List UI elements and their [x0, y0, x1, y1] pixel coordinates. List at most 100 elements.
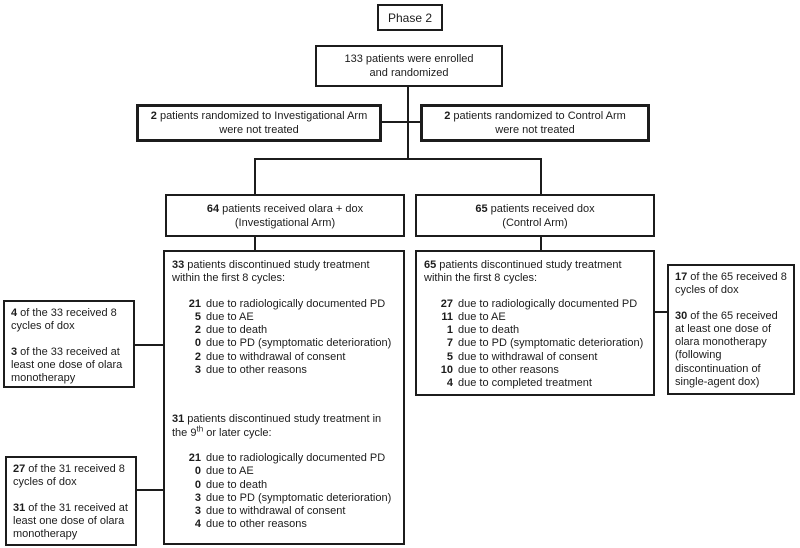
- disc-right-s1-header: 65 patients discontinued study treatment…: [424, 259, 646, 286]
- disc-left-s1-count: 33: [172, 259, 185, 271]
- reason-count: 21: [188, 297, 201, 310]
- enrollment-line2: and randomized: [369, 67, 449, 79]
- disc-left-s2-count: 31: [172, 413, 185, 426]
- exclusion-right-line1: 2 patients randomized to Control Arm: [444, 109, 626, 123]
- reason-count: 11: [441, 310, 453, 323]
- reason-count: 4: [446, 377, 453, 390]
- exclusion-left-line2: were not treated: [219, 124, 299, 136]
- reason-row: 0 due to death: [182, 479, 396, 492]
- arm-left-line1: 64 patients received olara + dox: [207, 202, 363, 216]
- reason-text: due to PD (symptomatic deterioration): [206, 491, 392, 504]
- connector-side-left-top: [133, 344, 163, 346]
- reason-count: 3: [194, 491, 201, 504]
- side-left-top-p1-count: 4: [11, 307, 18, 319]
- side-left-top-p2-text: of the 33 received at least one dose of …: [11, 345, 123, 385]
- reason-count: 5: [194, 310, 201, 323]
- side-right-p1-count: 17: [675, 271, 688, 283]
- discontinued-right-box: 65 patients discontinued study treatment…: [415, 250, 655, 396]
- reason-row: 0 due to AE: [182, 465, 396, 478]
- exclusion-right-text: patients randomized to Control Arm: [450, 110, 626, 122]
- reason-text: due to other reasons: [458, 364, 559, 377]
- side-left-bottom-p1-text: of the 31 received 8 cycles of dox: [13, 463, 125, 489]
- reason-text: due to death: [206, 478, 268, 491]
- reason-row: 4 due to completed treatment: [434, 377, 646, 390]
- connector-arm-left-down: [254, 236, 256, 250]
- reason-text: due to other reasons: [206, 518, 307, 531]
- exclusion-left-count: 2: [150, 110, 157, 122]
- reason-row: 2 due to death: [182, 324, 396, 337]
- reason-count: 0: [194, 337, 201, 350]
- reason-count: 21: [188, 451, 201, 464]
- side-left-top-p2-count: 3: [11, 345, 18, 358]
- reason-count: 1: [446, 324, 453, 337]
- exclusion-left-box: 2 patients randomized to Investigational…: [136, 104, 382, 142]
- side-right-p1-text: of the 65 received 8 cycles of dox: [675, 271, 787, 297]
- exclusion-right-count: 2: [444, 110, 451, 122]
- disc-left-s2-pre: patients discontinued study treatment in…: [172, 413, 382, 439]
- disc-right-s1-text: patients discontinued study treatment wi…: [424, 259, 622, 285]
- connector-exclusions-horizontal: [380, 121, 420, 123]
- connector-split-horizontal: [254, 158, 542, 160]
- disc-left-s2-post: or later cycle:: [203, 426, 272, 439]
- reason-text: due to withdrawal of consent: [458, 350, 598, 363]
- phase-label-box: Phase 2: [377, 4, 443, 31]
- reason-count: 2: [194, 350, 201, 363]
- reason-count: 27: [440, 297, 453, 310]
- side-left-bottom-p1: 27 of the 31 received 8 cycles of dox: [13, 463, 129, 490]
- side-left-top-p1: 4 of the 33 received 8 cycles of dox: [11, 307, 127, 334]
- reason-count: 7: [446, 337, 453, 350]
- enrollment-box: 133 patients were enrolled and randomize…: [315, 45, 503, 87]
- reason-text: due to withdrawal of consent: [206, 505, 346, 518]
- side-left-top-box: 4 of the 33 received 8 cycles of dox 3 o…: [3, 300, 135, 388]
- reason-row: 4 due to other reasons: [182, 518, 396, 531]
- side-left-bottom-p2-count: 31: [13, 501, 26, 514]
- reason-row: 11 due to AE: [434, 311, 646, 324]
- reason-count: 2: [194, 324, 201, 337]
- reason-text: due to completed treatment: [458, 377, 592, 390]
- side-right-box: 17 of the 65 received 8 cycles of dox 30…: [667, 264, 795, 395]
- disc-left-s1-header: 33 patients discontinued study treatment…: [172, 259, 396, 286]
- arm-left-line2: (Investigational Arm): [234, 216, 336, 229]
- reason-count: 3: [194, 505, 201, 518]
- reason-text: due to AE: [458, 310, 506, 323]
- side-left-bottom-p2: 31 of the 31 received at least one dose …: [13, 502, 129, 542]
- arm-left-box: 64 patients received olara + dox (Invest…: [165, 194, 405, 237]
- arm-left-text: patients received olara + dox: [219, 202, 364, 215]
- enrollment-line1: 133 patients were enrolled: [344, 53, 474, 65]
- side-left-top-p2: 3 of the 33 received at least one dose o…: [11, 346, 127, 386]
- side-right-p2: 30 of the 65 received at least one dose …: [675, 310, 787, 390]
- reason-text: due to radiologically documented PD: [206, 451, 386, 464]
- connector-arm-right-down: [540, 236, 542, 250]
- side-right-p2-text: of the 65 received at least one dose of …: [675, 309, 778, 389]
- disc-left-s1-text: patients discontinued study treatment wi…: [172, 259, 370, 285]
- phase-label: Phase 2: [387, 10, 433, 25]
- reason-row: 21 due to radiologically documented PD: [182, 452, 396, 465]
- reason-text: due to PD (symptomatic deterioration): [206, 337, 392, 350]
- side-left-bottom-box: 27 of the 31 received 8 cycles of dox 31…: [5, 456, 137, 546]
- side-left-bottom-p1-count: 27: [13, 463, 26, 475]
- reason-count: 0: [194, 465, 201, 478]
- reason-count: 4: [194, 518, 201, 531]
- reason-text: due to AE: [206, 465, 254, 478]
- reason-text: due to other reasons: [206, 364, 307, 377]
- connector-side-right: [653, 311, 667, 313]
- reason-row: 10 due to other reasons: [434, 364, 646, 377]
- reason-text: due to radiologically documented PD: [458, 297, 638, 310]
- reason-row: 3 due to withdrawal of consent: [182, 505, 396, 518]
- reason-count: 0: [194, 478, 201, 491]
- connector-side-left-bottom: [135, 489, 163, 491]
- discontinued-left-box: 33 patients discontinued study treatment…: [163, 250, 405, 545]
- disc-right-s1-count: 65: [424, 259, 437, 271]
- disc-left-s2-header: 31 patients discontinued study treatment…: [172, 413, 396, 440]
- reason-count: 10: [440, 364, 453, 377]
- reason-row: 3 due to PD (symptomatic deterioration): [182, 492, 396, 505]
- reason-text: due to death: [206, 324, 268, 337]
